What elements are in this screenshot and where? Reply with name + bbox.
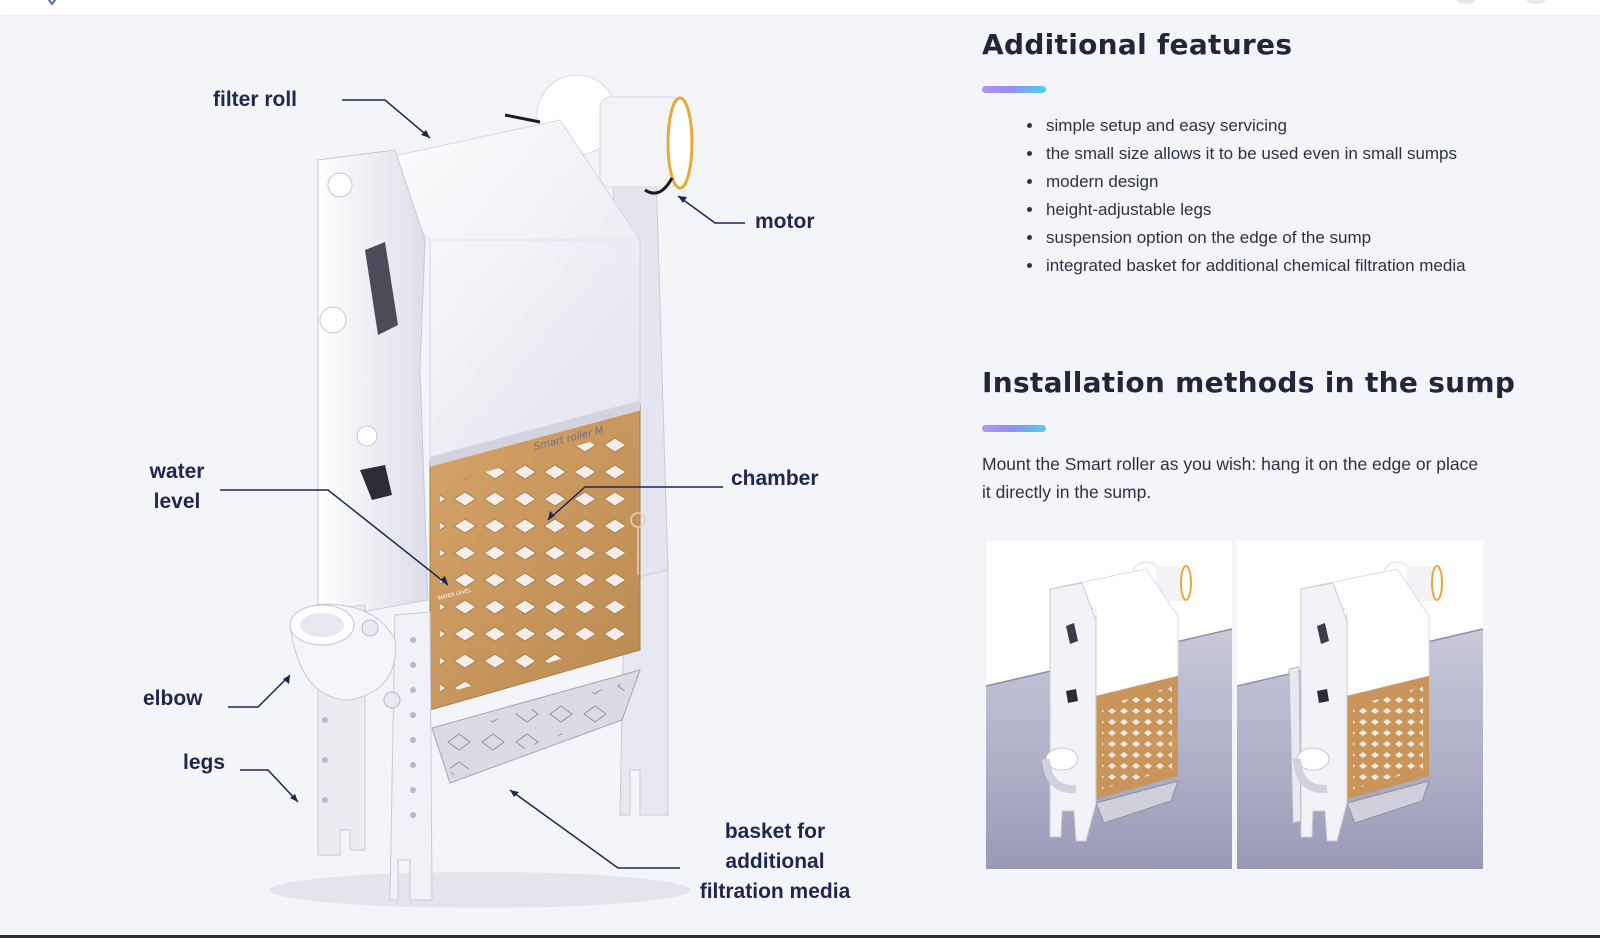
label-basket-line1: basket for: [724, 820, 826, 843]
installation-title: Installation methods in the sump: [982, 366, 1516, 399]
label-water-level-line1: water: [149, 460, 205, 483]
label-water-level-line2: level: [153, 490, 201, 513]
logo-icon[interactable]: [44, 0, 60, 6]
feature-item: the small size allows it to be used even…: [1044, 140, 1514, 168]
feature-item: simple setup and easy servicing: [1044, 112, 1514, 140]
label-filter-roll: filter roll: [213, 88, 298, 111]
feature-item: suspension option on the edge of the sum…: [1044, 224, 1514, 252]
cart-icon[interactable]: [1525, 0, 1547, 4]
features-list: simple setup and easy servicing the smal…: [1016, 112, 1514, 280]
feature-item: modern design: [1044, 168, 1514, 196]
label-chamber: chamber: [731, 467, 819, 490]
feature-item: integrated basket for additional chemica…: [1044, 252, 1514, 280]
smart-roller-illustration: Smart roller M WATER LEVEL: [220, 74, 745, 908]
installation-accent-bar: [982, 425, 1046, 432]
label-basket-line2: additional: [725, 850, 825, 873]
install-photo-hanging[interactable]: [986, 541, 1232, 869]
top-header: [0, 0, 1600, 15]
standing-in-sump-illustration: [1237, 561, 1483, 869]
hanging-on-edge-illustration: [986, 561, 1232, 869]
features-title: Additional features: [982, 28, 1293, 61]
bottom-border: [0, 935, 1600, 938]
features-accent-bar: [982, 86, 1046, 93]
product-diagram: Smart roller M WATER LEVEL: [0, 15, 940, 935]
callout-leader-lines: [220, 99, 745, 869]
installation-description: Mount the Smart roller as you wish: hang…: [982, 454, 1479, 502]
account-icon[interactable]: [1455, 0, 1477, 4]
install-photo-standing[interactable]: [1237, 541, 1483, 869]
label-legs: legs: [183, 751, 226, 774]
label-elbow: elbow: [143, 687, 203, 710]
feature-item: height-adjustable legs: [1044, 196, 1514, 224]
label-basket-line3: filtration media: [699, 880, 851, 903]
label-motor: motor: [755, 210, 815, 233]
